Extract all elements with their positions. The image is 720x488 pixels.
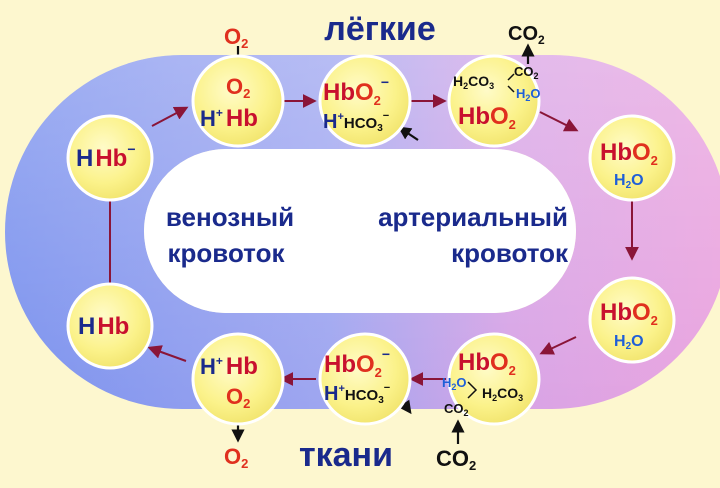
node-tissue-2-hbo2: HbO2−: [324, 346, 390, 380]
co2-tissues-label: CO2: [436, 446, 476, 473]
co2-lungs-label: CO2: [508, 23, 545, 47]
flow-arrows: [103, 94, 639, 386]
node-tissue-3-hhb: H+Hb: [200, 353, 258, 380]
hco3-in-arrow: [397, 126, 419, 141]
node-lung-3-co2: CO2: [514, 64, 539, 81]
node-lung-3-h2co3: H2CO3: [453, 73, 494, 91]
node-venous-2-hhb: HHb−: [76, 141, 136, 172]
node-lung-1: [191, 54, 285, 148]
node-tissue-2-hhco3: H+HCO3−: [324, 382, 390, 406]
arterial-flow-label-line2: кровоток: [451, 238, 569, 268]
node-lung-1-o2: O2: [226, 74, 250, 101]
node-tissue-1-h2o: H2O: [442, 375, 467, 392]
node-lung-3-h2o: H2O: [516, 86, 541, 103]
tissues-label: ткани: [299, 436, 393, 474]
node-arterial-1: [588, 114, 676, 202]
flow-arrow: [147, 345, 187, 362]
o2-tissues-label: O2: [224, 444, 248, 471]
node-lung-3-split-arrow: [507, 73, 515, 81]
arterial-flow-label-line1: артериальный: [378, 202, 568, 232]
node-arterial-2: [588, 276, 676, 364]
node-venous-2: [66, 114, 154, 202]
node-tissue-3-o2: O2: [226, 384, 250, 411]
node-tissue-1-hbo2: HbO2: [458, 349, 516, 378]
node-arterial-1-h2o: H2O: [614, 172, 644, 191]
node-lung-2-hhco3: H+HCO3−: [323, 110, 389, 134]
node-arterial-1-hbo2: HbO2: [600, 139, 658, 168]
flow-arrow: [539, 111, 579, 132]
node-tissue-3: [191, 332, 285, 426]
node-lung-3-hbo2: HbO2: [458, 103, 516, 132]
node-lung-3-split-arrow: [507, 85, 515, 93]
ring-inner-area: [144, 149, 576, 313]
venous-flow-label-line2: кровоток: [168, 238, 286, 268]
nodes: [66, 54, 676, 426]
node-lung-2-hbo2: HbO2−: [323, 74, 389, 108]
flow-arrow: [151, 106, 189, 127]
node-arterial-2-hbo2: HbO2: [600, 299, 658, 328]
node-venous-1-hhb: HHb: [78, 313, 129, 340]
node-lung-2: [318, 54, 412, 148]
lungs-label: лёгкие: [324, 10, 436, 48]
node-tissue-2: [318, 332, 412, 426]
node-lung-3: [447, 54, 541, 148]
node-tissue-1: [447, 332, 541, 426]
node-tissue-1-co2: CO2: [444, 401, 469, 418]
node-lung-1-hhb: H+Hb: [200, 105, 258, 132]
node-tissue-1-h2co3: H2CO3: [482, 385, 523, 403]
node-tissue-1-join-arrow: [467, 381, 478, 399]
venous-flow-label-line1: венозный: [166, 202, 294, 232]
node-arterial-2-h2o: H2O: [614, 333, 644, 352]
flow-arrow: [539, 336, 577, 355]
node-venous-1: [66, 282, 154, 370]
o2-lungs-label: O2: [224, 24, 248, 51]
